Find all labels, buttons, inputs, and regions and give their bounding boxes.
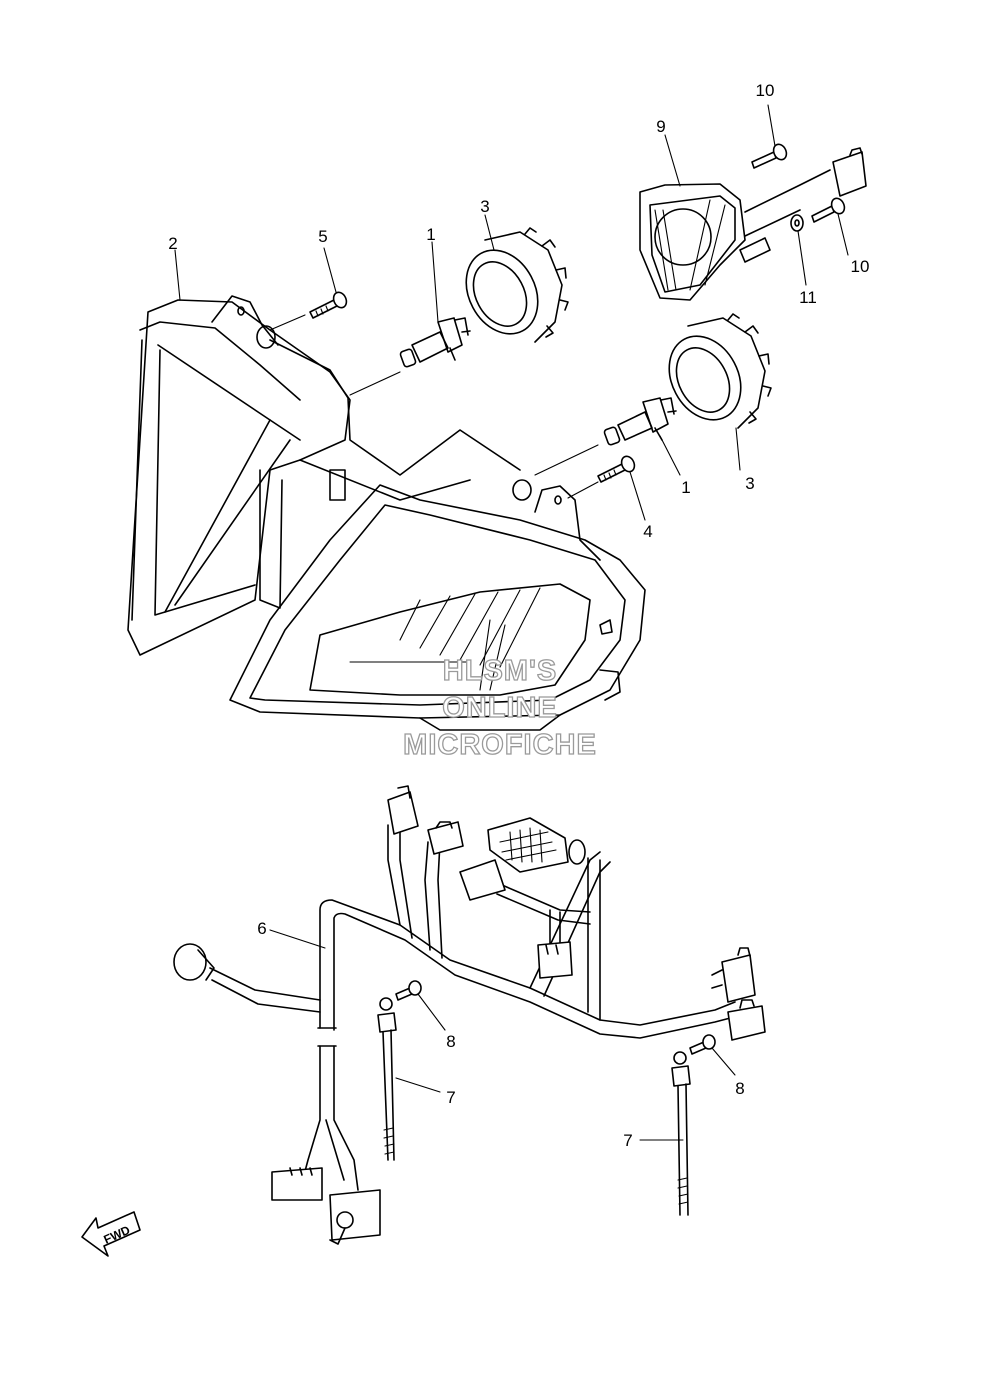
callout-labels: 2 5 1 3 9 10 10 11 1 3 4 6 8 7 8 7 [168,81,869,1150]
callout-4: 4 [643,522,652,541]
bolt-8-right [689,1034,716,1055]
wire-harness [173,785,766,1245]
bulb-upper [399,317,471,368]
cable-tie-left [377,997,397,1161]
screw-5 [309,291,348,319]
socket-cover-lower [668,313,772,429]
callout-2: 2 [168,234,177,253]
cable-tie-right [671,1051,691,1216]
leader-lines [174,104,849,1141]
screw-10-upper [751,143,788,169]
callout-10-lower: 10 [851,257,870,276]
callout-1-lower: 1 [681,478,690,497]
callout-10-upper: 10 [756,81,775,100]
socket-cover-upper [465,227,569,343]
watermark-line-1: HLSM'S [443,655,557,687]
bolt-8-left [395,980,422,1001]
callout-6: 6 [257,919,266,938]
bulb-lower [603,397,677,446]
screw-4 [597,455,636,483]
washer-11 [790,214,804,232]
callout-1-upper: 1 [426,225,435,244]
callout-11: 11 [799,288,817,307]
callout-8-left: 8 [446,1032,455,1051]
screw-10-lower [811,197,846,223]
position-light [639,147,867,301]
watermark: HLSM'S ONLINE MICROFICHE [403,654,597,761]
callout-7-right: 7 [623,1131,632,1150]
callout-5: 5 [318,227,327,246]
headlight-housing [127,295,646,731]
watermark-line-3: MICROFICHE [403,729,597,761]
callout-3-upper: 3 [480,197,489,216]
callout-9: 9 [656,117,665,136]
callout-8-right: 8 [735,1079,744,1098]
callout-7-left: 7 [446,1088,455,1107]
fwd-arrow-icon: FWD [81,1211,141,1257]
callout-3-lower: 3 [745,474,754,493]
watermark-line-2: ONLINE [442,692,558,724]
